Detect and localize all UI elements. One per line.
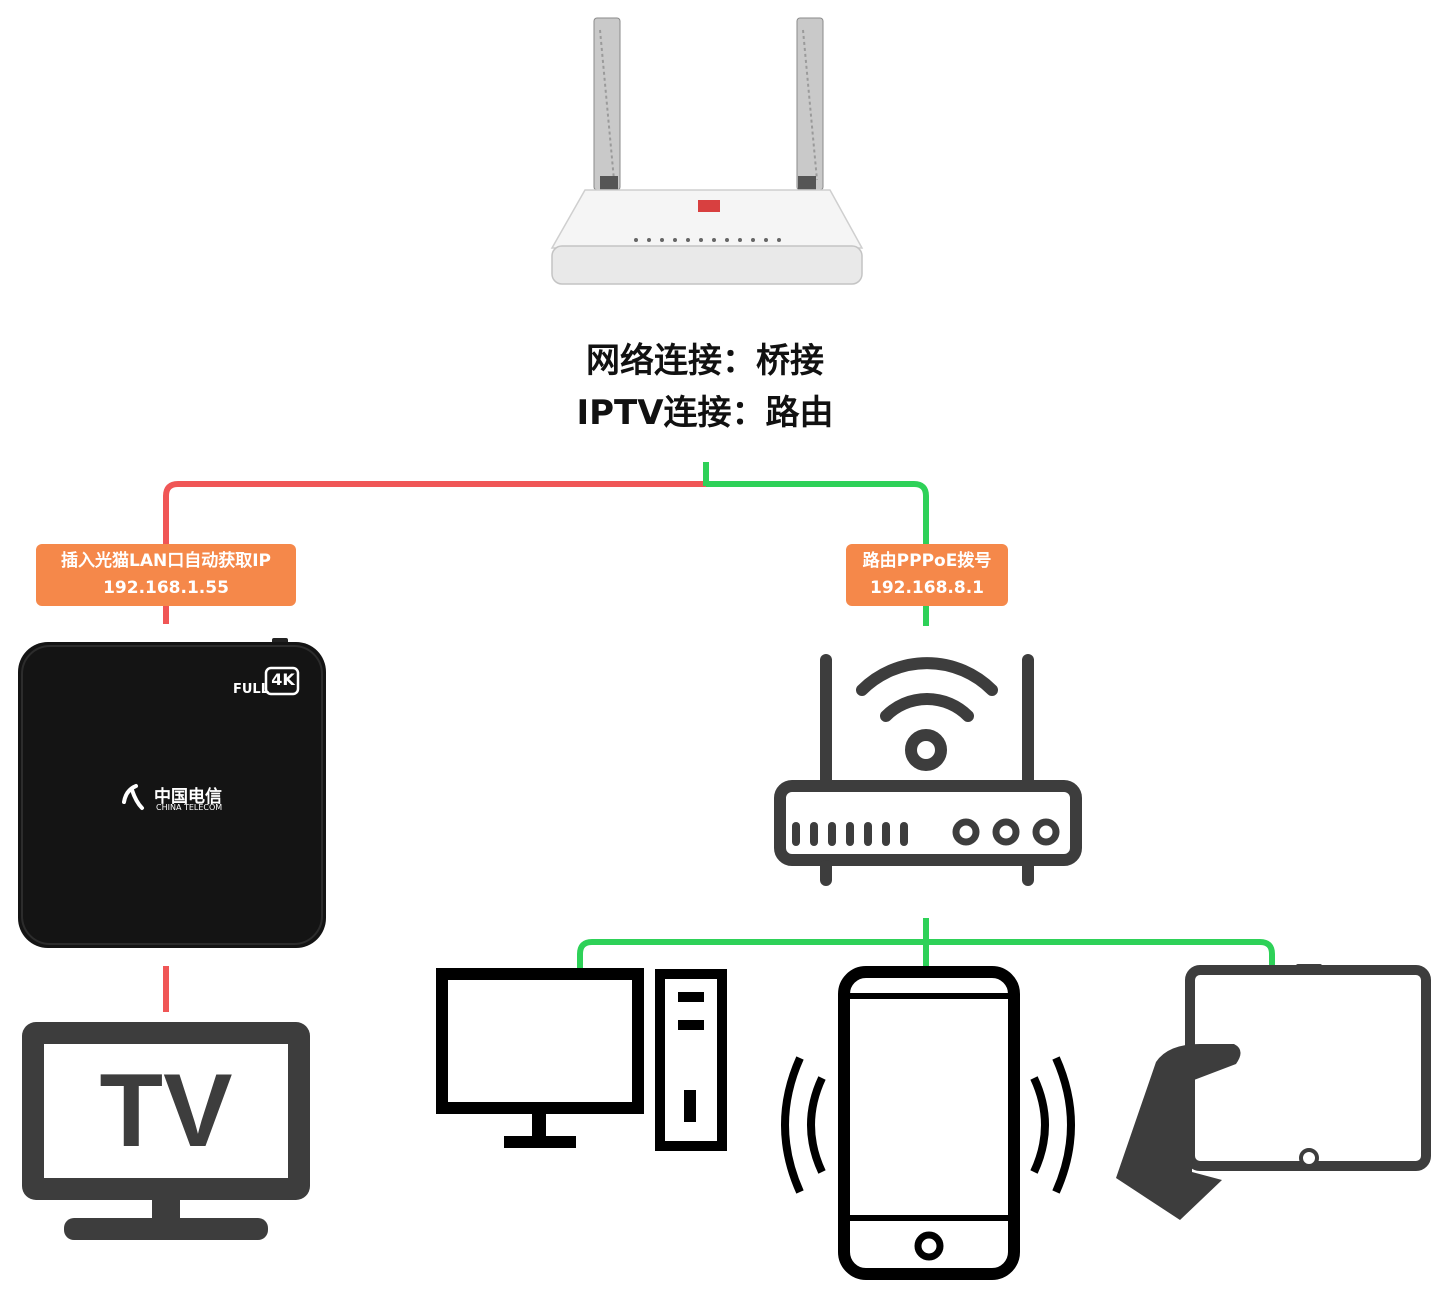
stb-brand-cn: 中国电信 — [154, 787, 222, 807]
stb-full-badge: FULL — [233, 682, 270, 697]
stb-ip-tag: 插入光猫LAN口自动获取IP 192.168.1.55 — [36, 544, 296, 606]
desktop-computer-icon — [436, 968, 727, 1151]
tablet-icon — [1116, 964, 1431, 1220]
stb-tag-line2: 192.168.1.55 — [103, 578, 229, 598]
router-ip-tag: 路由PPPoE拨号 192.168.8.1 — [846, 544, 1008, 606]
set-top-box-icon — [18, 638, 326, 948]
stb-4k-badge: 4K — [271, 670, 295, 689]
router-tag-line2: 192.168.8.1 — [869, 578, 984, 598]
stb-brand-en: CHINA TELECOM — [156, 803, 223, 812]
iptv-link — [163, 481, 706, 1012]
router-tag-line1: 路由PPPoE拨号 — [862, 551, 992, 571]
smartphone-icon — [781, 966, 1075, 1280]
wifi-router-icon — [774, 654, 1082, 886]
internet-link — [577, 462, 1275, 968]
tv-label: TV — [99, 1053, 233, 1169]
network-mode-label: 网络连接：桥接 — [586, 341, 824, 381]
stb-tag-line1: 插入光猫LAN口自动获取IP — [60, 551, 271, 571]
iptv-mode-label: IPTV连接：路由 — [576, 393, 834, 433]
tv-icon — [22, 1022, 310, 1240]
optical-modem-icon — [550, 17, 864, 285]
